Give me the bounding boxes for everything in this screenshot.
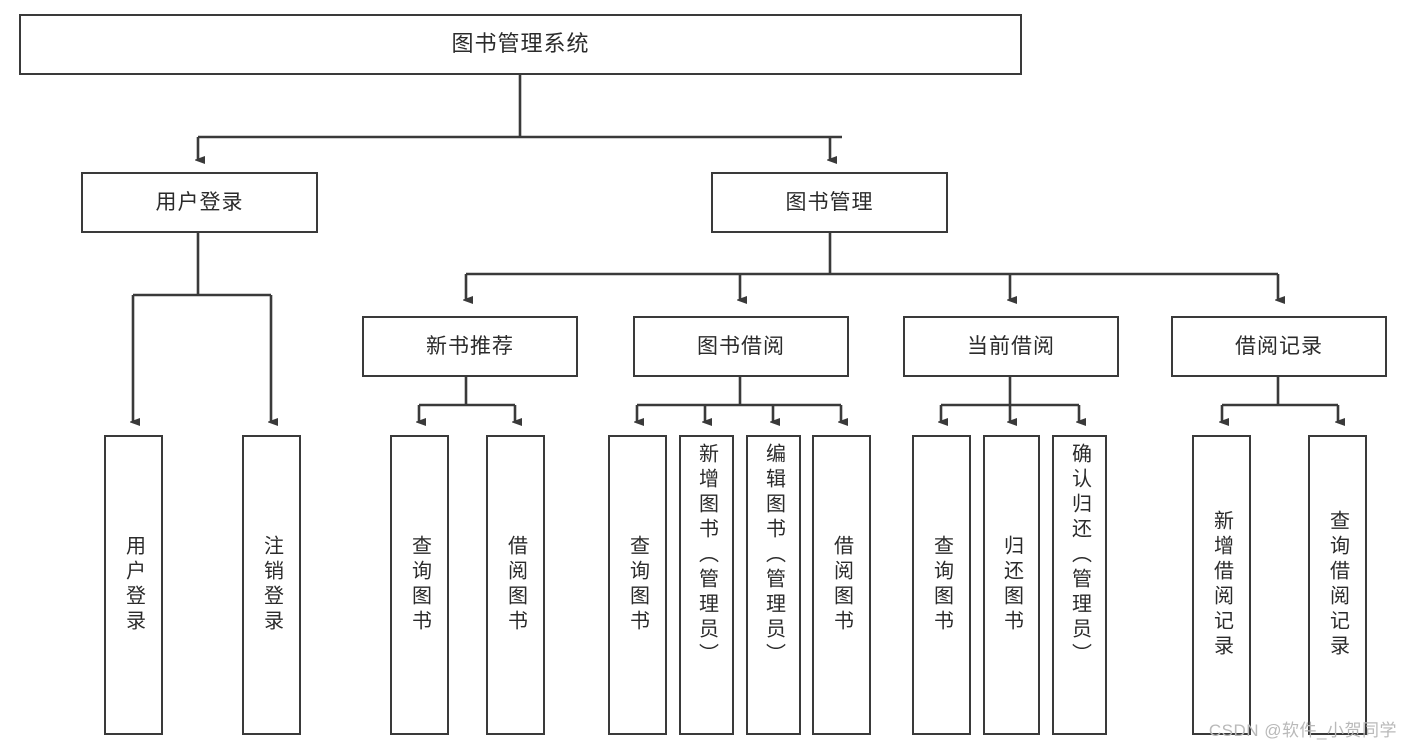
leaf-add-book-admin[interactable]: 新增图书（管理员） <box>679 435 734 735</box>
leaf-query-book-borrow[interactable]: 查询图书 <box>608 435 667 735</box>
leaf-edit-book-admin[interactable]: 编辑图书（管理员） <box>746 435 801 735</box>
node-label: 编辑图书（管理员） <box>762 443 785 668</box>
leaf-query-book-recommend[interactable]: 查询图书 <box>390 435 449 735</box>
leaf-user-logout[interactable]: 注销登录 <box>242 435 301 735</box>
leaf-borrow-book-recommend[interactable]: 借阅图书 <box>486 435 545 735</box>
node-label: 新增图书（管理员） <box>695 443 718 668</box>
leaf-query-borrow-record[interactable]: 查询借阅记录 <box>1308 435 1367 735</box>
node-label: 借阅图书 <box>830 535 853 635</box>
node-new-book-recommend[interactable]: 新书推荐 <box>362 316 578 377</box>
node-label: 查询图书 <box>408 535 431 635</box>
node-label: 注销登录 <box>260 535 283 635</box>
node-label: 新增借阅记录 <box>1210 510 1233 660</box>
leaf-query-book-current[interactable]: 查询图书 <box>912 435 971 735</box>
node-label: 查询图书 <box>626 535 649 635</box>
node-current-borrow[interactable]: 当前借阅 <box>903 316 1119 377</box>
node-borrow-record[interactable]: 借阅记录 <box>1171 316 1387 377</box>
node-label: 图书借阅 <box>697 334 785 358</box>
node-book-borrow[interactable]: 图书借阅 <box>633 316 849 377</box>
node-label: 归还图书 <box>1000 535 1023 635</box>
node-label: 用户登录 <box>122 535 145 635</box>
node-label: 图书管理系统 <box>451 31 590 57</box>
node-user-login[interactable]: 用户登录 <box>81 172 318 233</box>
node-label: 查询图书 <box>930 535 953 635</box>
node-book-management[interactable]: 图书管理 <box>711 172 948 233</box>
node-label: 借阅记录 <box>1235 334 1323 358</box>
watermark: CSDN @软件_小贺同学 <box>1208 721 1397 740</box>
node-root-book-management-system[interactable]: 图书管理系统 <box>19 14 1022 75</box>
node-label: 图书管理 <box>785 190 874 214</box>
leaf-confirm-return-admin[interactable]: 确认归还（管理员） <box>1052 435 1107 735</box>
node-label: 新书推荐 <box>426 334 514 358</box>
node-label: 查询借阅记录 <box>1326 510 1349 660</box>
leaf-add-borrow-record[interactable]: 新增借阅记录 <box>1192 435 1251 735</box>
node-label: 当前借阅 <box>967 334 1055 358</box>
leaf-borrow-book-borrow[interactable]: 借阅图书 <box>812 435 871 735</box>
node-label: 用户登录 <box>155 190 244 214</box>
leaf-return-book[interactable]: 归还图书 <box>983 435 1040 735</box>
node-label: 借阅图书 <box>504 535 527 635</box>
node-label: 确认归还（管理员） <box>1068 443 1091 668</box>
leaf-user-login[interactable]: 用户登录 <box>104 435 163 735</box>
